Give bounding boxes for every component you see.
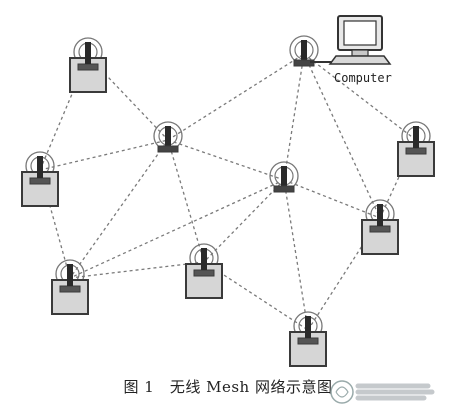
mesh-link: [283, 179, 381, 219]
watermark-logo: [330, 380, 435, 404]
mesh-nodes: [21, 35, 435, 367]
figure-caption: 图 1 无线 Mesh 网络示意图: [123, 378, 333, 396]
mesh-router: [153, 121, 183, 153]
mesh-router: [269, 161, 299, 193]
mesh-node-box: [21, 151, 59, 207]
mesh-node-box: [51, 259, 89, 315]
mesh-link: [167, 53, 305, 141]
mesh-link: [283, 179, 309, 331]
mesh-node-box: [289, 311, 327, 367]
mesh-node-box: [69, 37, 107, 93]
mesh-link: [69, 261, 205, 279]
mesh-links: [39, 53, 417, 331]
mesh-link: [167, 139, 285, 181]
mesh-link: [283, 53, 305, 181]
mesh-node-box: [397, 121, 435, 177]
mesh-router: [289, 35, 319, 67]
mesh-link: [69, 179, 285, 279]
mesh-link: [69, 139, 169, 279]
computer-label: Computer: [334, 71, 392, 85]
mesh-node-box: [361, 199, 399, 255]
mesh-link: [39, 139, 169, 171]
mesh-link: [167, 139, 205, 263]
mesh-node-box: [185, 243, 223, 299]
mesh-link: [303, 53, 417, 141]
mesh-link: [203, 179, 285, 263]
computer-icon: [310, 15, 392, 65]
mesh-link: [379, 139, 417, 219]
mesh-link: [303, 53, 381, 219]
